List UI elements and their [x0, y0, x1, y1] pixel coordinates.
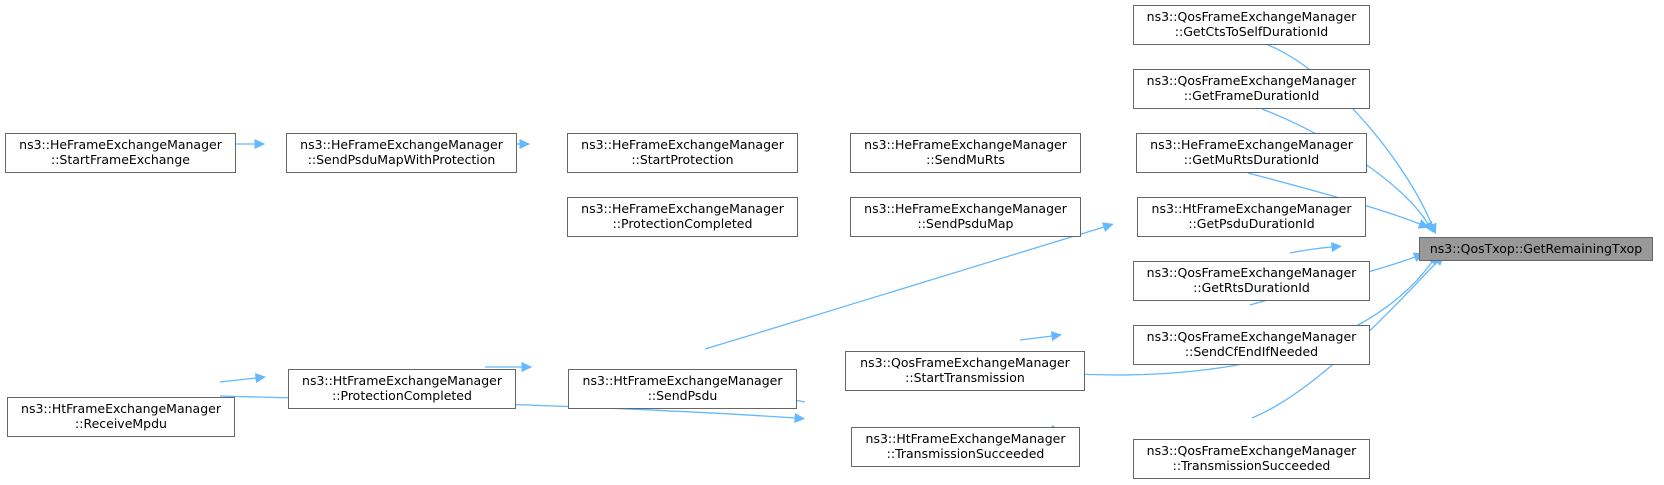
node-label-line-2: ::SendPsduMap — [917, 216, 1014, 231]
node-label-line-1: ns3::QosFrameExchangeManager — [1146, 265, 1357, 280]
node-label-line-2: ::GetPsduDurationId — [1188, 216, 1315, 231]
arrowhead-htfem-getpsdudurationid — [1102, 222, 1114, 232]
node-hefem-startframeexchange[interactable]: ns3::HeFrameExchangeManager ::StartFrame… — [5, 133, 236, 173]
node-hefem-getmurtsdurationid[interactable]: ns3::HeFrameExchangeManager ::GetMuRtsDu… — [1136, 133, 1367, 173]
node-label-line-1: ns3::HtFrameExchangeManager — [302, 373, 502, 388]
arrowhead-hefem-sendpsdumapwithprotection — [254, 139, 266, 149]
node-label-line-2: ::ProtectionCompleted — [612, 216, 753, 231]
node-label-line-2: ::SendPsduMapWithProtection — [307, 152, 496, 167]
node-label-line-2: ::ProtectionCompleted — [332, 388, 472, 403]
edge-qfem-getctstoselfdurationid-to-root — [1267, 44, 1433, 226]
node-label-line-1: ns3::HeFrameExchangeManager — [581, 137, 784, 152]
edge-qfem-starttransmission-to-qfem-sendcfendifneeded — [1019, 335, 1053, 341]
node-label-line-1: ns3::HtFrameExchangeManager — [865, 431, 1066, 446]
node-label-line-2: ::GetCtsToSelfDurationId — [1174, 24, 1329, 39]
node-htfem-sendpsdu[interactable]: ns3::HtFrameExchangeManager ::SendPsdu — [568, 369, 797, 409]
node-label-line-2: ::GetRtsDurationId — [1193, 280, 1310, 295]
arrowhead-root — [1417, 219, 1430, 229]
arrowhead-htfem-sendpsdu — [521, 362, 533, 372]
node-qfem-transmissionsucceeded[interactable]: ns3::QosFrameExchangeManager ::Transmiss… — [1133, 439, 1370, 479]
edge-htfem-receivempdu-to-htfem-protectioncompleted — [219, 377, 257, 383]
node-qfem-sendcfendifneeded[interactable]: ns3::QosFrameExchangeManager ::SendCfEnd… — [1133, 325, 1370, 365]
node-label-line-1: ns3::QosFrameExchangeManager — [860, 355, 1070, 370]
node-label-line-1: ns3::HtFrameExchangeManager — [1151, 201, 1352, 216]
node-label-line-1: ns3::QosFrameExchangeManager — [1146, 329, 1357, 344]
node-label-line-2: ::ReceiveMpdu — [75, 416, 167, 431]
node-label-line-1: ns3::HeFrameExchangeManager — [300, 137, 503, 152]
node-label-line-1: ns3::HeFrameExchangeManager — [1150, 137, 1353, 152]
node-label-line-2: ::SendPsdu — [647, 388, 718, 403]
arrowhead-htfem-transmissionsucceeded — [794, 412, 806, 423]
node-hefem-sendpsdumap[interactable]: ns3::HeFrameExchangeManager ::SendPsduMa… — [850, 197, 1081, 237]
node-label-line-1: ns3::HeFrameExchangeManager — [864, 201, 1067, 216]
node-label-line-2: ::GetMuRtsDurationId — [1183, 152, 1320, 167]
arrowhead-htfem-protectioncompleted — [254, 373, 267, 384]
node-qfem-starttransmission[interactable]: ns3::QosFrameExchangeManager ::StartTran… — [845, 351, 1085, 391]
node-htfem-receivempdu[interactable]: ns3::HtFrameExchangeManager ::ReceiveMpd… — [7, 397, 235, 437]
node-qfem-getrtsdurationid[interactable]: ns3::QosFrameExchangeManager ::GetRtsDur… — [1133, 261, 1370, 301]
node-label-line-1: ns3::HtFrameExchangeManager — [21, 401, 221, 416]
node-label-line-1: ns3::HtFrameExchangeManager — [582, 373, 783, 388]
node-qfem-getctstoselfdurationid[interactable]: ns3::QosFrameExchangeManager ::GetCtsToS… — [1133, 5, 1370, 45]
node-label-line-2: ::StartFrameExchange — [51, 152, 190, 167]
node-label-line-2: ::StartProtection — [631, 152, 734, 167]
arrowhead-qfem-sendcfendifneeded — [1050, 331, 1063, 342]
node-label-line-1: ns3::QosFrameExchangeManager — [1146, 73, 1357, 88]
arrowhead-root — [1331, 242, 1343, 253]
node-hefem-sendmurts[interactable]: ns3::HeFrameExchangeManager ::SendMuRts — [850, 133, 1081, 173]
node-label-line-1: ns3::HeFrameExchangeManager — [19, 137, 222, 152]
node-label-line-2: ::StartTransmission — [905, 370, 1025, 385]
edge-qfem-getrtsdurationid-to-root — [1289, 246, 1333, 254]
node-hefem-protectioncompleted[interactable]: ns3::HeFrameExchangeManager ::Protection… — [567, 197, 798, 237]
node-label-line-1: ns3::HeFrameExchangeManager — [581, 201, 784, 216]
arrowhead-hefem-startprotection — [519, 139, 531, 149]
node-label-line-2: ::SendCfEndIfNeeded — [1184, 344, 1319, 359]
node-root[interactable]: ns3::QosTxop::GetRemainingTxop — [1419, 237, 1653, 261]
node-label-line-2: ::SendMuRts — [926, 152, 1005, 167]
node-label-line-2: ::GetFrameDurationId — [1183, 88, 1320, 103]
node-label-line-2: ::TransmissionSucceeded — [1172, 458, 1331, 473]
node-label-line-2: ::TransmissionSucceeded — [886, 446, 1045, 461]
node-label-line-1: ns3::HeFrameExchangeManager — [864, 137, 1067, 152]
edge-htfem-sendpsdu-to-htfem-getpsdudurationid — [704, 226, 1105, 350]
node-label-line-1: ns3::QosFrameExchangeManager — [1146, 443, 1357, 458]
node-label: ns3::QosTxop::GetRemainingTxop — [1429, 241, 1643, 256]
node-hefem-startprotection[interactable]: ns3::HeFrameExchangeManager ::StartProte… — [567, 133, 798, 173]
node-hefem-sendpsdumapwithprotection[interactable]: ns3::HeFrameExchangeManager ::SendPsduMa… — [286, 133, 517, 173]
node-htfem-protectioncompleted[interactable]: ns3::HtFrameExchangeManager ::Protection… — [288, 369, 516, 409]
node-htfem-transmissionsucceeded[interactable]: ns3::HtFrameExchangeManager ::Transmissi… — [851, 427, 1080, 467]
node-qfem-getframedurationid[interactable]: ns3::QosFrameExchangeManager ::GetFrameD… — [1133, 69, 1370, 109]
node-htfem-getpsdudurationid[interactable]: ns3::HtFrameExchangeManager ::GetPsduDur… — [1137, 197, 1366, 237]
node-label-line-1: ns3::QosFrameExchangeManager — [1146, 9, 1357, 24]
